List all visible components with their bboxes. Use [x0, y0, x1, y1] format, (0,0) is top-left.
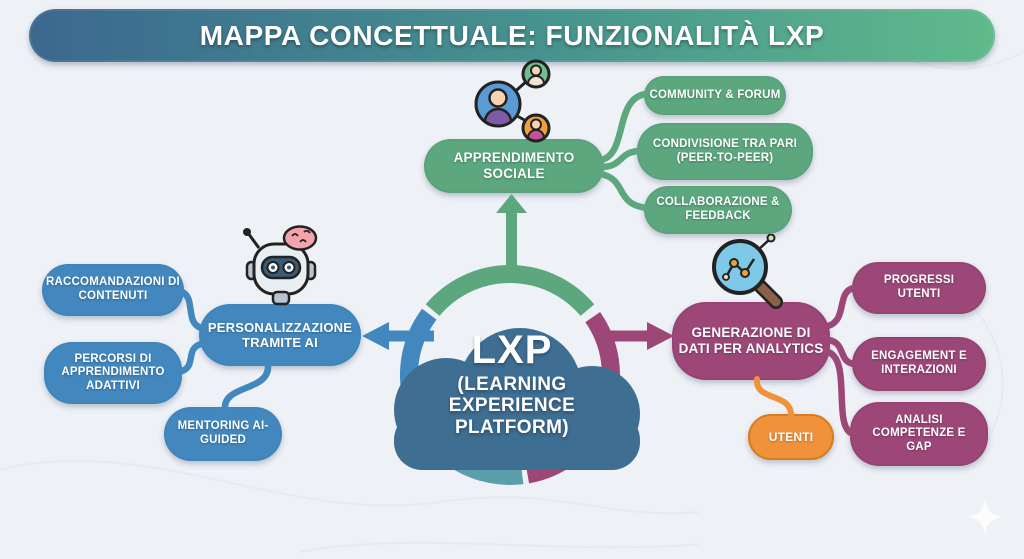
node-label: GENERAZIONE DI DATI PER ANALYTICS: [678, 325, 824, 356]
sparkle-icon: [967, 499, 1003, 535]
page-title: MAPPA CONCETTUALE: FUNZIONALITÀ LXP: [199, 19, 825, 51]
node-community-forum: COMMUNITY & FORUM: [644, 76, 786, 115]
node-apprendimento-sociale: APPRENDIMENTO SOCIALE: [424, 139, 604, 193]
node-label: COMMUNITY & FORUM: [649, 88, 781, 101]
node-label: PERCORSI DI APPRENDIMENTO ADATTIVI: [61, 352, 165, 392]
node-label: PROGRESSI UTENTI: [883, 274, 955, 300]
connector-analytics-children: [824, 284, 858, 438]
lxp-cloud: [394, 328, 640, 470]
connector-social-children: [597, 90, 651, 212]
arrow-up-social: [496, 194, 527, 270]
robot-ai-icon: [243, 225, 318, 306]
node-label: UTENTI: [768, 429, 814, 444]
node-percorsi-adattivi: PERCORSI DI APPRENDIMENTO ADATTIVI: [44, 342, 182, 404]
node-engagement-interazioni: ENGAGEMENT E INTERAZIONI: [852, 337, 986, 391]
node-label: CONDIVISIONE TRA PARI (PEER-TO-PEER): [652, 137, 798, 164]
connector-utenti: [754, 376, 795, 419]
lxp-acronym: LXP: [471, 328, 553, 372]
magnifier-chart-icon: [712, 234, 783, 309]
node-label: COLLABORAZIONE & FEEDBACK: [656, 196, 780, 222]
node-collaborazione-feedback: COLLABORAZIONE & FEEDBACK: [644, 186, 792, 234]
node-raccomandazioni-contenuti: RACCOMANDAZIONI DI CONTENUTI: [42, 264, 184, 316]
lxp-cloud-label: LXP (LEARNING EXPERIENCE PLATFORM): [402, 329, 622, 438]
node-label: ENGAGEMENT E INTERAZIONI: [871, 350, 967, 376]
node-condivisione-tra-pari: CONDIVISIONE TRA PARI (PEER-TO-PEER): [637, 123, 813, 180]
node-label: PERSONALIZZAZIONE TRAMITE AI: [207, 319, 353, 350]
arrow-left-personalization: [362, 322, 434, 350]
node-label: RACCOMANDAZIONI DI CONTENUTI: [46, 276, 180, 302]
lxp-subtitle: (LEARNING EXPERIENCE PLATFORM): [448, 374, 576, 438]
connector-personalization-children: [175, 287, 272, 413]
node-progressi-utenti: PROGRESSI UTENTI: [852, 262, 986, 314]
header-banner: MAPPA CONCETTUALE: FUNZIONALITÀ LXP: [29, 9, 995, 62]
node-label: APPRENDIMENTO SOCIALE: [453, 150, 575, 181]
node-label: ANALISI COMPETENZE E GAP: [872, 413, 966, 453]
arrow-right-analytics: [596, 322, 674, 350]
node-personalizzazione-ai: PERSONALIZZAZIONE TRAMITE AI: [199, 304, 361, 366]
node-label: MENTORING AI-GUIDED: [177, 420, 269, 446]
node-utenti: UTENTI: [748, 414, 834, 460]
ring-segment-green: [425, 264, 595, 317]
node-mentoring-ai-guided: MENTORING AI-GUIDED: [164, 407, 282, 461]
people-network-icon: [474, 59, 551, 143]
